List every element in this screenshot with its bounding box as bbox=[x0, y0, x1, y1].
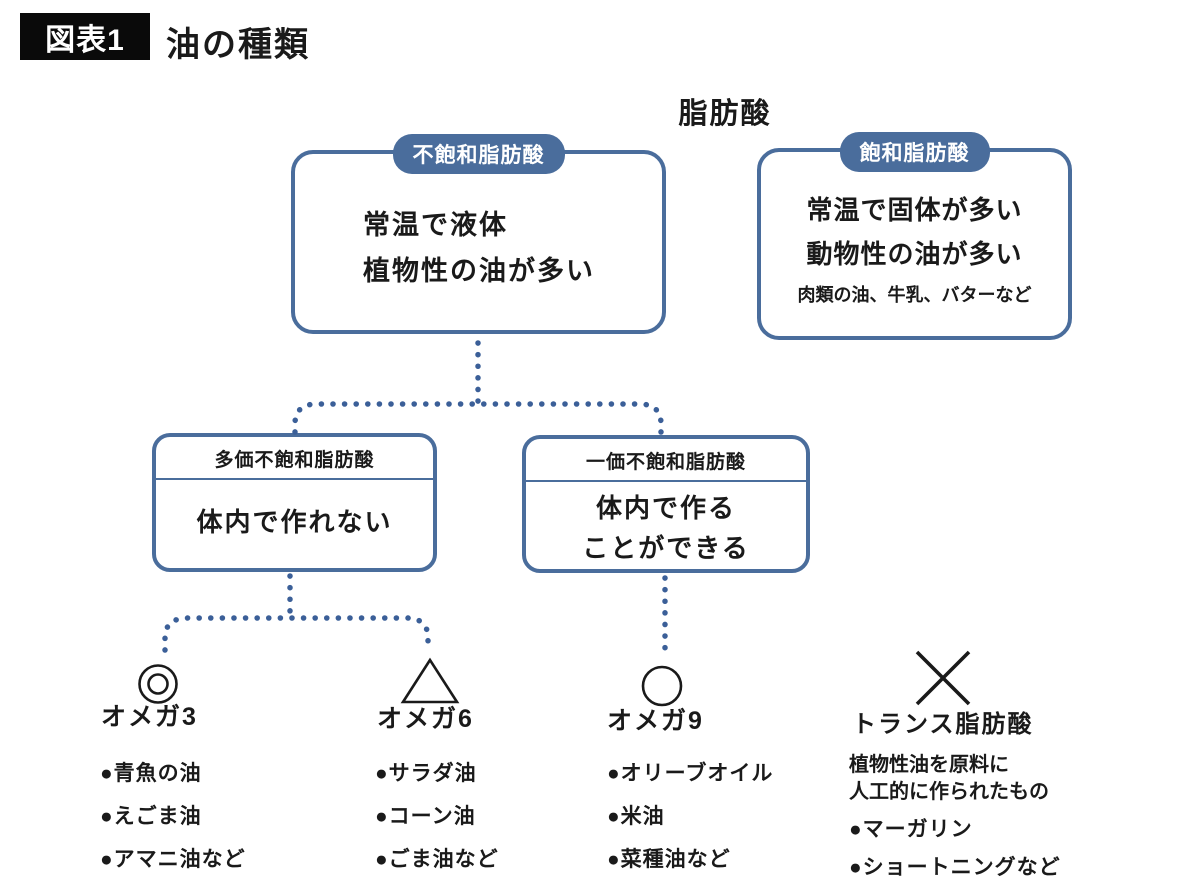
figure-number-badge: 図表1 bbox=[20, 13, 150, 60]
list-item: ●アマニ油など bbox=[100, 848, 246, 871]
node-saturated-note: 肉類の油、牛乳、バターなど bbox=[797, 285, 1032, 305]
connector-unsaturated-branch bbox=[292, 401, 664, 435]
group-label-omega3: オメガ3 bbox=[101, 703, 198, 731]
group-label-omega9: オメガ9 bbox=[607, 707, 704, 735]
node-unsaturated-fatty-acid: 不飽和脂肪酸 常温で液体 植物性の油が多い bbox=[291, 134, 666, 334]
node-unsaturated-body: 常温で液体 植物性の油が多い bbox=[363, 202, 595, 294]
list-item: ●オリーブオイル bbox=[607, 762, 774, 785]
node-saturated-line2: 動物性の油が多い bbox=[806, 239, 1023, 269]
group-label-omega6: オメガ6 bbox=[377, 705, 474, 733]
list-item: ●サラダ油 bbox=[375, 762, 477, 785]
node-saturated-fatty-acid: 飽和脂肪酸 常温で固体が多い 動物性の油が多い 肉類の油、牛乳、バターなど bbox=[757, 132, 1072, 340]
node-monounsaturated: 一価不飽和脂肪酸 体内で作る ことができる bbox=[522, 435, 810, 573]
trans-note-line2: 人工的に作られたもの bbox=[849, 781, 1049, 803]
list-item: ●青魚の油 bbox=[100, 762, 202, 785]
page-title: 油の種類 bbox=[166, 26, 310, 64]
list-item: ●えごま油 bbox=[100, 805, 202, 828]
circle-icon bbox=[641, 665, 683, 707]
node-saturated-line1: 常温で固体が多い bbox=[806, 195, 1023, 225]
tag-unsaturated: 不飽和脂肪酸 bbox=[392, 134, 565, 174]
cross-icon bbox=[915, 650, 971, 706]
list-item: ●菜種油など bbox=[607, 848, 731, 871]
trans-note: 植物性油を原料に 人工的に作られたもの bbox=[849, 752, 1049, 806]
list-item: ●ショートニングなど bbox=[849, 856, 1061, 879]
node-monounsaturated-line1: 体内で作る bbox=[595, 493, 736, 523]
list-item: ●マーガリン bbox=[849, 818, 973, 841]
list-item: ●米油 bbox=[607, 805, 665, 828]
node-polyunsaturated-body: 体内で作れない bbox=[196, 507, 393, 537]
list-item: ●ごま油など bbox=[375, 848, 499, 871]
list-item: ●コーン油 bbox=[375, 805, 476, 828]
node-monounsaturated-header: 一価不飽和脂肪酸 bbox=[526, 439, 806, 482]
node-monounsaturated-body: 体内で作る ことができる bbox=[526, 488, 806, 568]
root-node-label: 脂肪酸 bbox=[678, 98, 772, 130]
group-label-trans: トランス脂肪酸 bbox=[852, 711, 1034, 738]
tag-saturated: 飽和脂肪酸 bbox=[839, 132, 990, 172]
node-monounsaturated-line2: ことができる bbox=[582, 533, 750, 563]
node-unsaturated-line1: 常温で液体 bbox=[363, 210, 508, 240]
node-polyunsaturated-header: 多価不飽和脂肪酸 bbox=[156, 437, 433, 480]
trans-note-line1: 植物性油を原料に bbox=[849, 754, 1009, 776]
node-unsaturated-line2: 植物性の油が多い bbox=[363, 256, 595, 286]
connector-poly-branch bbox=[162, 615, 431, 653]
node-polyunsaturated: 多価不飽和脂肪酸 体内で作れない bbox=[152, 433, 437, 572]
triangle-icon bbox=[400, 657, 460, 704]
figure-number-label: 図表1 bbox=[45, 23, 125, 57]
node-saturated-body: 常温で固体が多い 動物性の油が多い 肉類の油、牛乳、バターなど bbox=[761, 188, 1068, 310]
